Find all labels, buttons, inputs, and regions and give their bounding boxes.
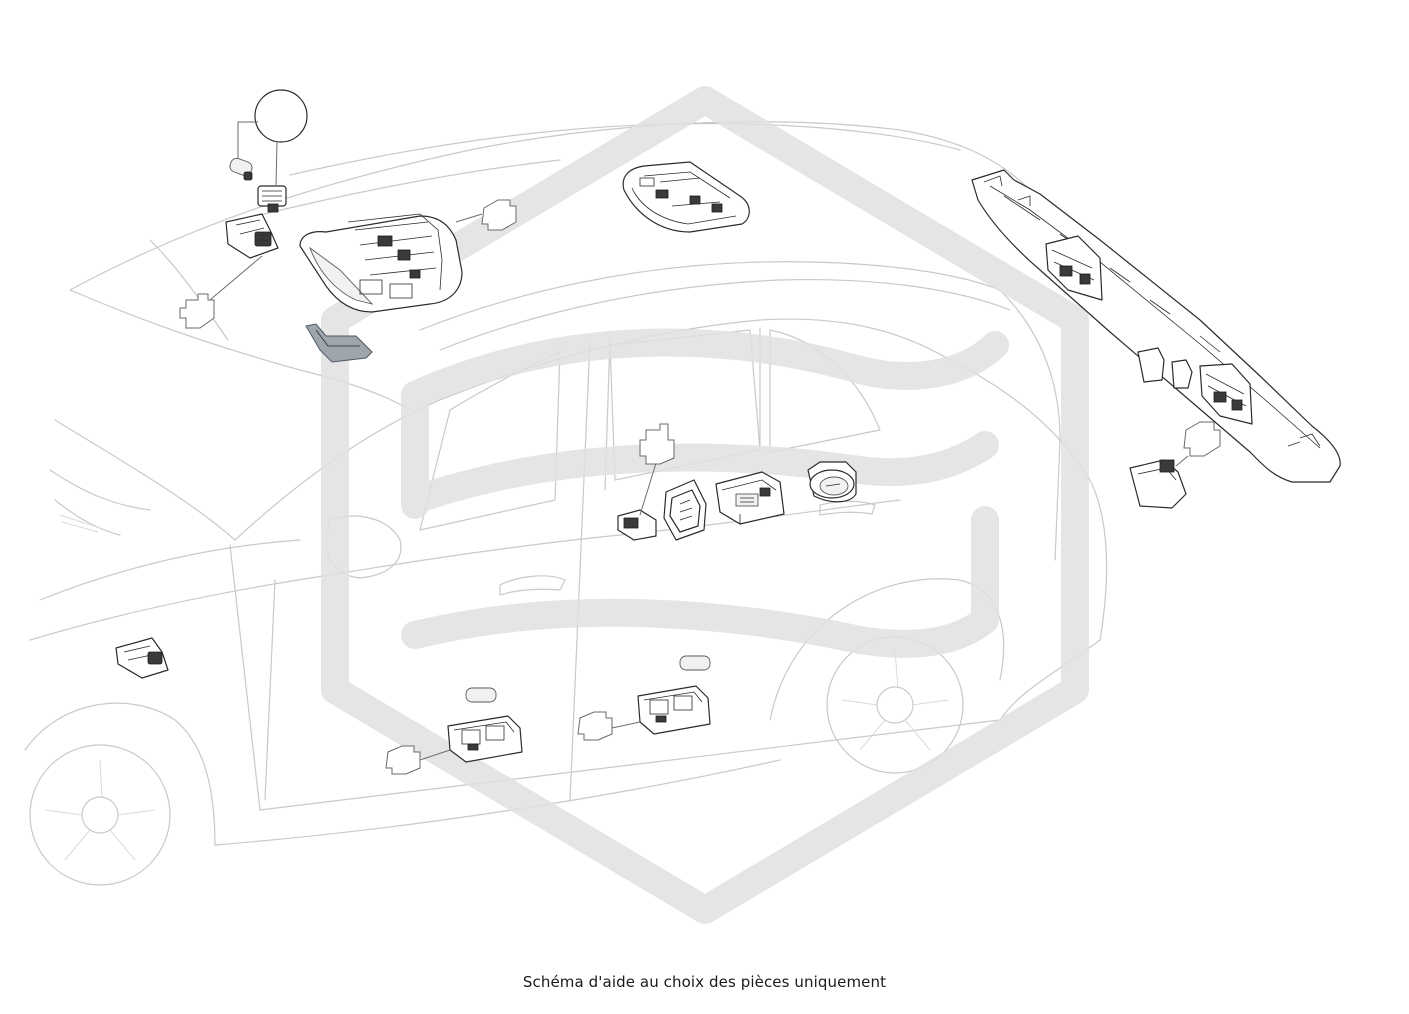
bulb-pair-callout[interactable] — [228, 89, 308, 213]
overhead-console-front[interactable] — [299, 199, 517, 313]
door-courtesy-lamp-rear[interactable] — [577, 655, 711, 741]
connector-icon — [639, 423, 675, 465]
12v-power-socket[interactable] — [807, 461, 857, 503]
usb-charging-socket[interactable] — [715, 471, 785, 525]
tailgate-lamp[interactable] — [1129, 421, 1221, 509]
door-courtesy-lamp-front[interactable] — [385, 687, 523, 775]
watermark-logo — [321, 86, 1089, 924]
connector-icon — [481, 199, 517, 231]
sun-visor-lamp-cover[interactable] — [305, 323, 373, 363]
connector-icon — [385, 745, 421, 775]
connector-icon — [179, 293, 215, 329]
bulb-socket-icon — [257, 185, 287, 213]
footwell-lamp-front[interactable] — [179, 213, 279, 329]
footwell-lamp-lower[interactable] — [115, 637, 169, 679]
power-outlet-frame[interactable] — [663, 479, 707, 541]
door-switch[interactable] — [617, 423, 675, 541]
connector-icon — [577, 711, 613, 741]
tailgate-trim-panel[interactable] — [971, 169, 1341, 483]
bulb-icon — [229, 157, 253, 181]
connector-icon — [1183, 421, 1221, 457]
diagram-caption: Schéma d'aide au choix des pièces unique… — [522, 973, 887, 991]
overhead-console-rear[interactable] — [622, 161, 750, 233]
